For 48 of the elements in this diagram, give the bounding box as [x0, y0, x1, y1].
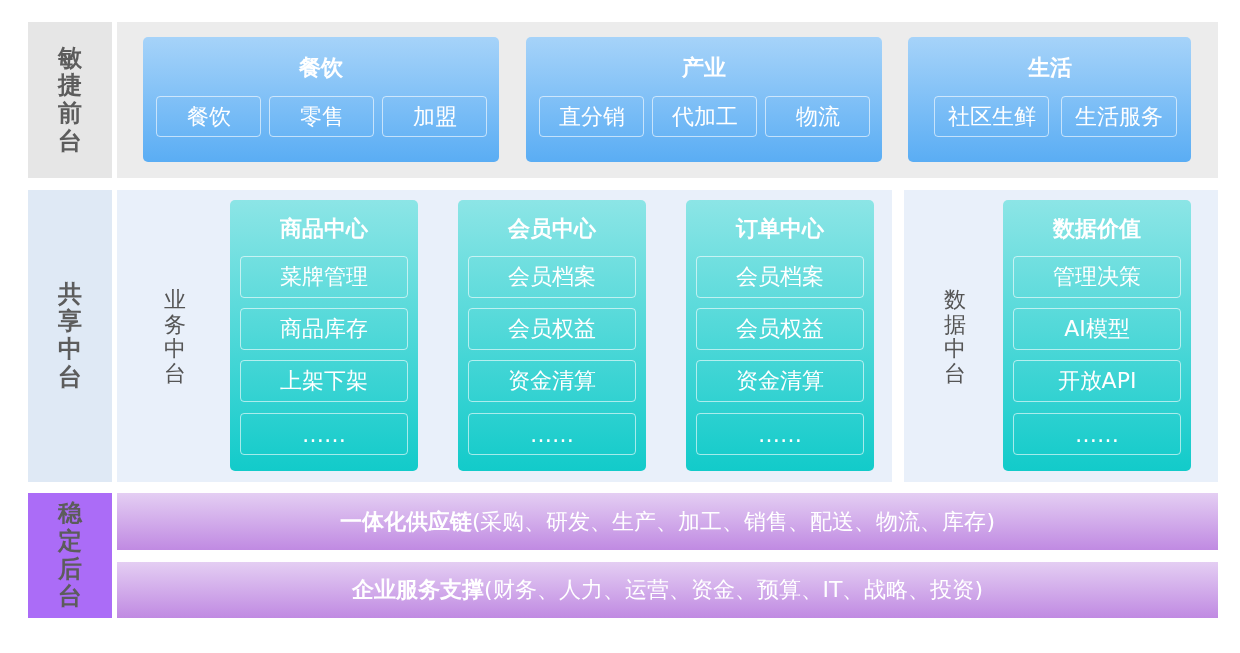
item-box: 代加工	[652, 96, 757, 137]
item-box: 会员权益	[468, 308, 636, 350]
card-title: 数据价值	[1053, 215, 1141, 243]
item-box: 商品库存	[240, 308, 408, 350]
item-box: 资金清算	[696, 360, 864, 402]
item-box: 会员档案	[696, 256, 864, 298]
card-title: 商品中心	[280, 215, 368, 243]
item-box: 社区生鲜	[934, 96, 1049, 137]
panel-title: 业务中台	[163, 287, 187, 387]
item-box: ……	[240, 413, 408, 455]
card-title: 生活	[1027, 54, 1072, 82]
item-box: 直分销	[539, 96, 644, 137]
tier-label: 敏捷前台	[28, 22, 112, 178]
module-card	[230, 200, 418, 471]
item-box: 上架下架	[240, 360, 408, 402]
layer-band: 一体化供应链(采购、研发、生产、加工、销售、配送、物流、库存)	[117, 493, 1218, 550]
item-box: 管理决策	[1013, 256, 1181, 298]
module-card	[908, 37, 1191, 162]
tier-panel	[117, 22, 1218, 178]
item-box: 会员档案	[468, 256, 636, 298]
item-box: 资金清算	[468, 360, 636, 402]
item-box: 菜牌管理	[240, 256, 408, 298]
module-card	[526, 37, 882, 162]
tier-panel	[117, 190, 892, 482]
item-box: 加盟	[382, 96, 487, 137]
item-box: 餐饮	[156, 96, 261, 137]
item-box: 生活服务	[1061, 96, 1177, 137]
tier-label: 共享中台	[28, 190, 112, 482]
item-box: ……	[468, 413, 636, 455]
item-box: 零售	[269, 96, 374, 137]
item-box: 物流	[765, 96, 870, 137]
item-box: ……	[696, 413, 864, 455]
card-title: 会员中心	[508, 215, 596, 243]
panel-title: 数据中台	[943, 287, 967, 387]
card-title: 产业	[682, 54, 726, 82]
card-title: 订单中心	[736, 215, 824, 243]
card-title: 餐饮	[299, 54, 343, 82]
tier-panel	[904, 190, 1218, 482]
item-box: 会员权益	[696, 308, 864, 350]
module-card	[143, 37, 499, 162]
module-card	[458, 200, 646, 471]
layer-band: 企业服务支撑(财务、人力、运营、资金、预算、IT、战略、投资)	[117, 562, 1218, 618]
module-card	[1003, 200, 1191, 471]
item-box: AI模型	[1013, 308, 1181, 350]
item-box: ……	[1013, 413, 1181, 455]
item-box: 开放API	[1013, 360, 1181, 402]
tier-label: 稳定后台	[28, 493, 112, 618]
module-card	[686, 200, 874, 471]
